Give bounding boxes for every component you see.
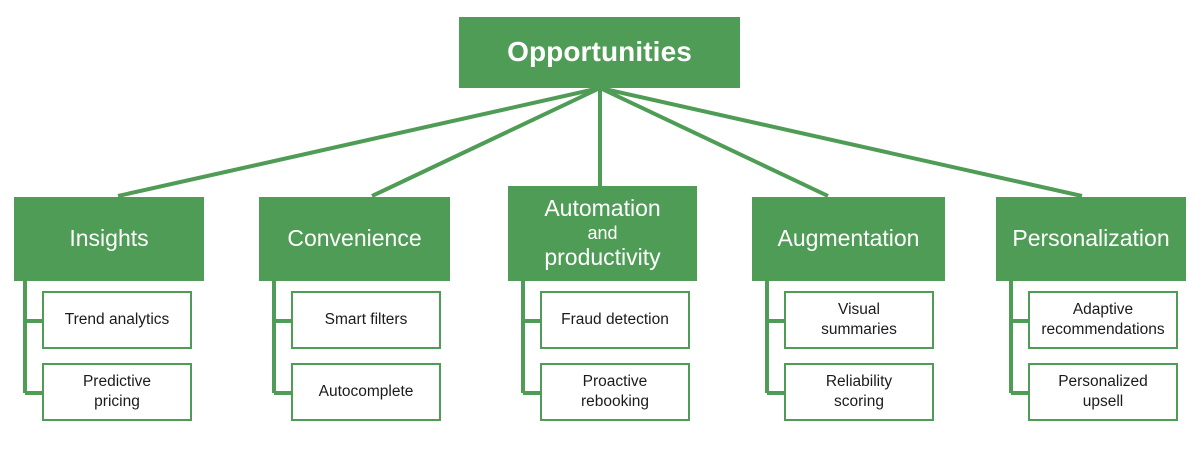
leaf-node-smart-filters[interactable]: Smart filters [291,291,441,349]
leaf-label-line: summaries [821,321,897,338]
leaf-node-reliability-scoring[interactable]: Reliability scoring [784,363,934,421]
leaf-label-line: Predictive [82,373,152,391]
category-label-line: Personalization [1012,225,1170,252]
category-label-line: Automation [544,195,661,222]
category-node-label: Convenience [287,225,421,253]
connector-root-to-personalization [599,86,1083,198]
leaf-label-line: Fraud detection [561,311,669,329]
category-node-automation-and-productivity[interactable]: Automation and productivity [508,186,697,281]
category-node-insights[interactable]: Insights [14,197,204,281]
category-node-convenience[interactable]: Convenience [259,197,450,281]
root-node-label: Opportunities [507,36,692,68]
connector-root-to-augmentation [599,86,829,198]
leaf-label-line: Autocomplete [318,383,414,401]
leaf-label-line: Proactive [582,373,648,391]
category-label-line: and [587,222,618,243]
leaf-label-line: Reliability [825,373,893,391]
leaf-node-label: Fraud detection [555,310,675,330]
connector-root-to-convenience [371,86,601,198]
leaf-label-line: Adaptive [1072,301,1134,319]
leaf-label-line: scoring [834,393,884,410]
leaf-node-label: Trend analytics [59,310,176,330]
leaf-label-line: upsell [1082,393,1124,410]
category-label-line: Augmentation [777,225,920,252]
category-label-line: Convenience [287,225,422,252]
leaf-label-line: Smart filters [324,311,408,329]
leaf-label-line: Personalized [1058,373,1148,391]
leaf-node-trend-analytics[interactable]: Trend analytics [42,291,192,349]
category-node-label: Personalization [1012,225,1169,253]
category-label-line: Insights [69,225,149,252]
leaf-label-line: Trend analytics [64,311,170,329]
leaf-node-label: Personalized upsell [1052,372,1154,412]
leaf-node-adaptive-recommendations[interactable]: Adaptive recommendations [1028,291,1178,349]
leaf-node-label: Autocomplete [313,382,420,402]
leaf-node-label: Smart filters [319,310,414,330]
leaf-node-visual-summaries[interactable]: Visual summaries [784,291,934,349]
leaf-node-fraud-detection[interactable]: Fraud detection [540,291,690,349]
leaf-node-personalized-upsell[interactable]: Personalized upsell [1028,363,1178,421]
leaf-label-line: Visual [838,301,880,319]
leaf-node-label: Proactive rebooking [575,372,655,412]
leaf-node-autocomplete[interactable]: Autocomplete [291,363,441,421]
leaf-node-label: Predictive pricing [77,372,157,412]
leaf-node-label: Reliability scoring [820,372,898,412]
connector-root-to-insights [117,86,601,198]
category-label-line: productivity [544,244,661,271]
category-node-label: Augmentation [778,225,920,253]
leaf-node-label: Adaptive recommendations [1035,300,1170,340]
leaf-label-line: pricing [94,393,140,410]
category-node-label: Automation and productivity [544,195,660,272]
leaf-node-predictive-pricing[interactable]: Predictive pricing [42,363,192,421]
leaf-node-proactive-rebooking[interactable]: Proactive rebooking [540,363,690,421]
leaf-label-line: recommendations [1041,321,1165,338]
category-node-personalization[interactable]: Personalization [996,197,1186,281]
category-node-label: Insights [69,225,148,253]
category-node-augmentation[interactable]: Augmentation [752,197,945,281]
leaf-label-line: rebooking [580,393,650,410]
root-node-opportunities[interactable]: Opportunities [459,17,740,88]
leaf-node-label: Visual summaries [815,300,903,340]
